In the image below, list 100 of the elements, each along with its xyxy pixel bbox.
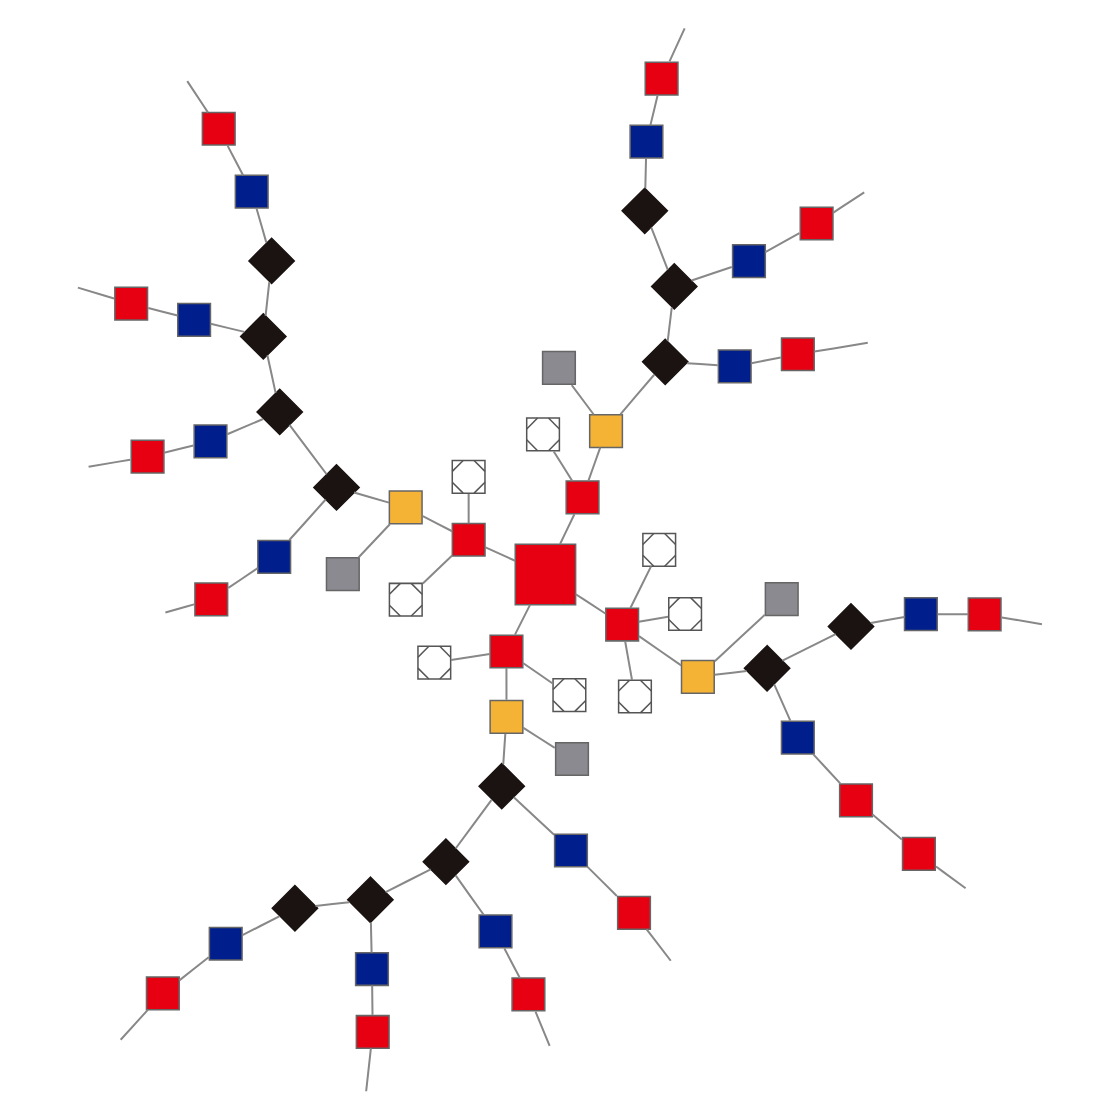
node-box: [355, 1014, 390, 1050]
connector: [454, 875, 485, 916]
node-diamond: [827, 602, 875, 651]
connector: [148, 307, 178, 317]
connector: [163, 444, 194, 454]
node-box: [903, 597, 938, 632]
node-box: [177, 302, 212, 337]
connector: [422, 554, 453, 585]
connector: [119, 1009, 149, 1041]
connector: [503, 948, 521, 979]
node-box: [478, 914, 513, 949]
node-box: [644, 61, 679, 96]
connector: [935, 865, 967, 890]
connector: [505, 668, 508, 700]
node-diamond: [312, 463, 361, 512]
node-box: [451, 522, 486, 557]
connector: [288, 498, 327, 541]
node-diamond: [247, 237, 296, 285]
connector: [575, 593, 606, 615]
connector: [629, 565, 652, 609]
connector: [644, 158, 648, 189]
connector: [422, 515, 453, 533]
node-box: [680, 659, 715, 695]
node-box: [541, 350, 577, 386]
node-box: [780, 720, 815, 755]
connector: [502, 733, 507, 765]
node-box: [145, 976, 180, 1011]
connector: [687, 362, 718, 367]
connector: [871, 813, 903, 841]
connector: [514, 604, 531, 636]
connector: [751, 356, 781, 365]
node-box: [489, 699, 524, 734]
node-box: [354, 951, 390, 987]
node-box: [130, 439, 165, 474]
connector: [255, 208, 268, 243]
node-box: [799, 206, 834, 241]
node-box: [565, 480, 600, 515]
connector: [264, 281, 271, 316]
connector: [937, 613, 969, 616]
node-box: [325, 556, 360, 592]
node-box: [731, 244, 767, 279]
connector: [832, 191, 865, 214]
node-box: [554, 741, 590, 777]
connector: [782, 633, 837, 662]
connector: [357, 523, 391, 559]
connector: [666, 307, 673, 342]
node-box: [234, 174, 269, 209]
connector: [210, 322, 245, 333]
connector: [227, 567, 259, 589]
node-box: [201, 111, 236, 146]
connector: [385, 868, 432, 893]
connector: [668, 28, 686, 62]
connector: [226, 145, 244, 176]
connector: [88, 458, 131, 468]
connector: [186, 80, 209, 113]
connector: [552, 450, 573, 482]
node-box: [114, 286, 149, 321]
connector: [624, 641, 633, 681]
connector: [559, 513, 576, 545]
connector: [165, 603, 195, 614]
connector: [77, 286, 115, 300]
connector: [814, 341, 868, 353]
connector: [570, 384, 595, 416]
node-diamond: [650, 262, 698, 311]
connector: [619, 374, 655, 415]
connector: [638, 615, 669, 623]
connector: [369, 922, 373, 953]
connector: [315, 901, 350, 907]
connector: [1001, 616, 1043, 626]
connector: [650, 227, 669, 270]
node-diamond: [641, 338, 689, 386]
connector: [288, 424, 328, 475]
node-diamond: [239, 312, 288, 361]
node-box: [208, 926, 243, 961]
node-box: [764, 581, 799, 617]
node-box: [193, 424, 228, 459]
node-diamond: [271, 884, 319, 932]
connector: [513, 796, 555, 836]
connector: [353, 491, 390, 504]
connector: [178, 956, 210, 982]
connector: [226, 418, 264, 436]
connector: [534, 1011, 551, 1047]
connector: [870, 615, 905, 624]
connector: [522, 662, 553, 685]
node-box: [388, 490, 423, 525]
node-box: [838, 783, 874, 818]
node-box: [901, 836, 936, 872]
connector: [645, 928, 672, 962]
connector: [485, 546, 516, 562]
connector: [586, 866, 618, 897]
node-box: [511, 977, 546, 1012]
connector: [649, 95, 659, 126]
connector: [242, 915, 280, 937]
node-box: [605, 607, 640, 642]
connector: [773, 683, 792, 721]
node-diamond: [422, 837, 470, 886]
connector: [638, 635, 682, 667]
node-box: [967, 597, 1002, 632]
connector: [467, 493, 470, 524]
node-box: [514, 543, 577, 606]
